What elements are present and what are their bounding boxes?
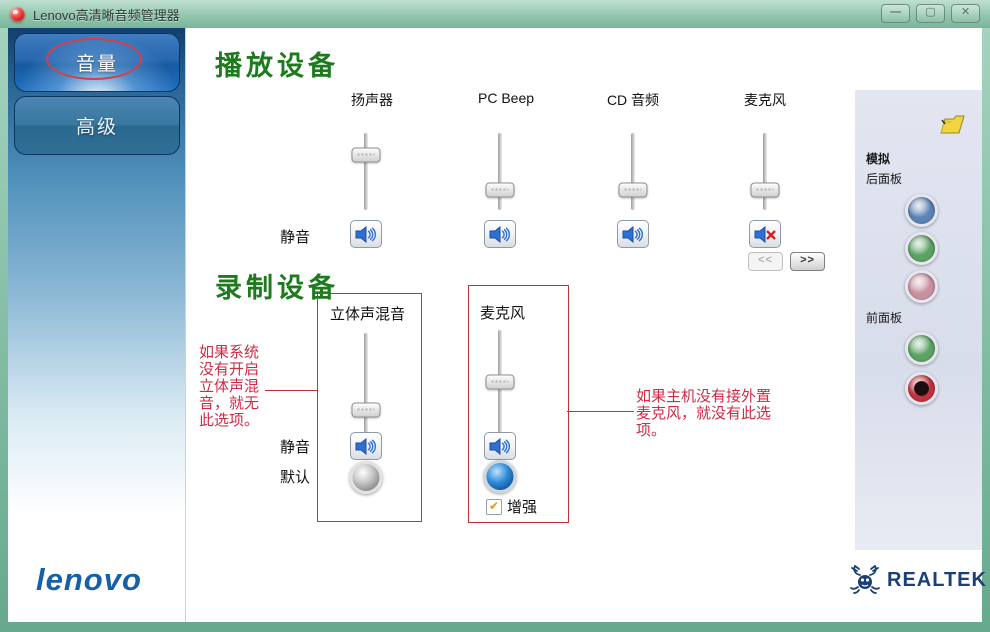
- slider-thumb[interactable]: [351, 402, 381, 418]
- volume-slider-rec-mic[interactable]: [485, 330, 515, 434]
- mic-annotation-box: [468, 285, 569, 523]
- analog-label: 模拟: [866, 152, 891, 166]
- speaker-icon: [489, 225, 510, 243]
- rear-mic-jack[interactable]: [905, 270, 938, 303]
- rear-line-in-jack[interactable]: [905, 194, 938, 227]
- front-headphone-jack[interactable]: [905, 332, 938, 365]
- close-button[interactable]: ✕: [951, 4, 980, 23]
- slider-thumb[interactable]: [485, 374, 515, 390]
- annotation-left: 如果系统没有开启立体声混音，就无此选项。: [199, 344, 260, 429]
- speaker-icon: [355, 437, 376, 455]
- channel-label-stereo-mix: 立体声混音: [330, 306, 406, 323]
- slider-track: [364, 133, 368, 210]
- minimize-button[interactable]: —: [881, 4, 910, 23]
- annotation-left-connector: [265, 390, 317, 391]
- channel-label-speaker: 扬声器: [351, 92, 393, 108]
- front-panel-label: 前面板: [866, 311, 903, 325]
- default-label: 默认: [280, 469, 311, 486]
- realtek-logo: REALTEK: [848, 563, 987, 597]
- front-mic-jack[interactable]: [905, 372, 938, 405]
- rear-line-out-jack[interactable]: [905, 232, 938, 265]
- app-icon: [10, 6, 25, 22]
- next-page-button[interactable]: >>: [790, 252, 825, 271]
- volume-slider-pcbeep[interactable]: [485, 133, 515, 210]
- sidebar-item-volume[interactable]: 音量: [14, 33, 180, 92]
- window-content: 音量 高级 lenovo 播放设备 扬声器 PC Beep CD 音频 麦克风 …: [8, 28, 986, 622]
- prev-page-button[interactable]: <<: [748, 252, 783, 271]
- sidebar: 音量 高级 lenovo: [8, 28, 186, 622]
- slider-track: [364, 333, 368, 437]
- rear-panel-label: 后面板: [866, 172, 903, 186]
- maximize-button[interactable]: ▢: [916, 4, 945, 23]
- realtek-wordmark: REALTEK: [887, 568, 987, 591]
- volume-slider-cdaudio[interactable]: [618, 133, 648, 210]
- mute-label: 静音: [280, 439, 311, 456]
- volume-slider-mic[interactable]: [750, 133, 780, 210]
- speaker-icon: [489, 437, 510, 455]
- stereo-mix-annotation-box: [317, 293, 422, 522]
- enhance-checkbox-row[interactable]: ✔ 增强: [486, 496, 537, 517]
- slider-track: [631, 133, 635, 210]
- window-title: Lenovo高清晰音频管理器: [33, 7, 180, 23]
- mute-button-stereo-mix[interactable]: [350, 432, 382, 460]
- channel-label-pcbeep: PC Beep: [477, 90, 535, 106]
- slider-thumb[interactable]: [485, 182, 515, 198]
- mute-button-mic[interactable]: [749, 220, 781, 248]
- playback-heading: 播放设备: [215, 51, 339, 81]
- sidebar-item-advanced[interactable]: 高级: [14, 96, 180, 155]
- lenovo-logo: lenovo: [36, 562, 142, 597]
- annotation-right: 如果主机没有接外置麦克风，就没有此选项。: [636, 388, 772, 439]
- volume-slider-speaker[interactable]: [351, 133, 381, 210]
- mute-button-speaker[interactable]: [350, 220, 382, 248]
- connector-panel: 模拟 后面板 前面板: [855, 90, 982, 550]
- channel-label-cdaudio: CD 音频: [606, 92, 660, 108]
- slider-thumb[interactable]: [351, 147, 381, 163]
- mute-button-pcbeep[interactable]: [484, 220, 516, 248]
- slider-thumb[interactable]: [750, 182, 780, 198]
- slider-track: [498, 133, 502, 210]
- title-bar: Lenovo高清晰音频管理器 — ▢ ✕: [0, 0, 990, 28]
- default-device-button-stereo-mix[interactable]: [349, 461, 383, 494]
- speaker-icon: [355, 225, 376, 243]
- speaker-muted-icon: [754, 225, 776, 243]
- sidebar-item-label: 高级: [75, 117, 118, 138]
- realtek-crab-icon: [850, 565, 880, 594]
- default-device-button-mic[interactable]: [483, 460, 517, 493]
- slider-track: [763, 133, 767, 210]
- sidebar-item-label: 音量: [75, 54, 118, 75]
- volume-slider-stereo-mix[interactable]: [351, 333, 381, 437]
- recording-heading: 录制设备: [215, 273, 339, 303]
- channel-label-mic: 麦克风: [744, 92, 786, 108]
- folder-icon[interactable]: [938, 112, 968, 141]
- mute-label: 静音: [280, 229, 311, 246]
- enhance-checkbox[interactable]: ✔: [486, 498, 502, 515]
- mute-button-rec-mic[interactable]: [484, 432, 516, 460]
- mute-button-cdaudio[interactable]: [617, 220, 649, 248]
- enhance-label: 增强: [507, 499, 538, 516]
- channel-label-rec-mic: 麦克风: [480, 305, 526, 322]
- annotation-right-connector: [567, 411, 634, 412]
- slider-thumb[interactable]: [618, 182, 648, 198]
- speaker-icon: [622, 225, 643, 243]
